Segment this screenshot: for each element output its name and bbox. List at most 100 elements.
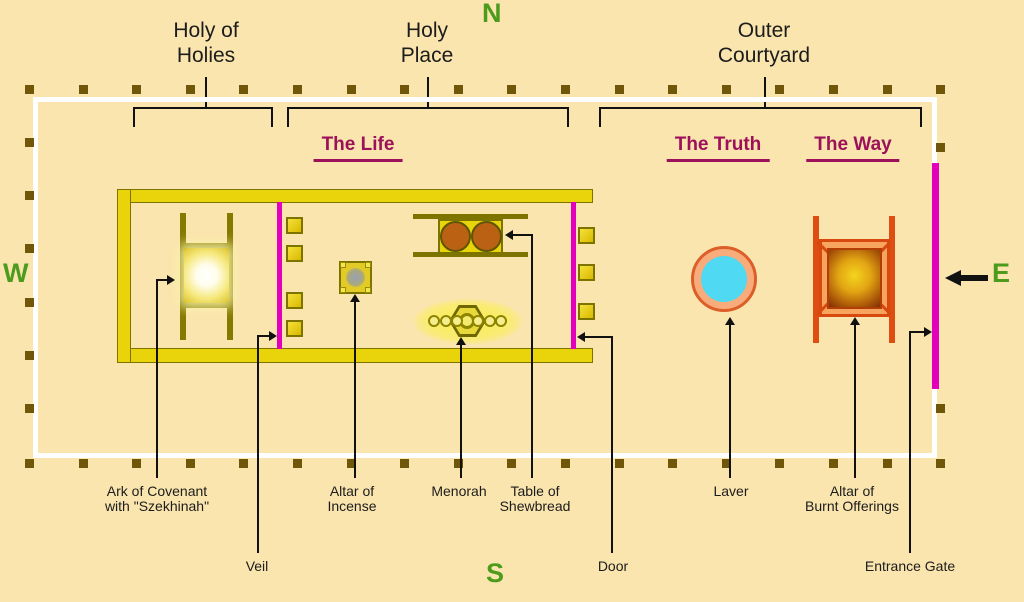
table-callout-arrow-icon [505, 230, 513, 240]
section-title-line: Holy of [173, 19, 239, 42]
fence-post [347, 459, 356, 468]
burnt-altar-callout-line [854, 324, 856, 478]
path-header-the-truth: The Truth [666, 134, 770, 162]
label-line: Altar of [329, 483, 375, 499]
veil-post [286, 245, 303, 262]
altar-corner [365, 262, 371, 268]
door-label: Door [597, 558, 629, 574]
door-callout-arrow-icon [577, 332, 585, 342]
fence-post [25, 404, 34, 413]
bracket-outer-courtyard [599, 107, 922, 127]
fence-post [347, 85, 356, 94]
incense-smoke [346, 268, 365, 287]
door-post [578, 303, 595, 320]
label-line: Ark of Covenant [106, 483, 208, 499]
fence-post [400, 459, 409, 468]
label-line: with "Szekhinah" [104, 498, 210, 514]
fence-post [775, 459, 784, 468]
fence-post [668, 85, 677, 94]
table-label: Table of Shewbread [480, 484, 590, 514]
fence-post [775, 85, 784, 94]
laver-label: Laver [713, 483, 749, 499]
fence-post [79, 459, 88, 468]
altar-corner [365, 287, 371, 293]
fence-post [722, 459, 731, 468]
menorah-lamp [428, 315, 440, 327]
fence-post [132, 85, 141, 94]
veil-post [286, 320, 303, 337]
bracket-stem [764, 77, 766, 108]
fence-post [668, 459, 677, 468]
altar-corner [340, 262, 346, 268]
fence-post [293, 459, 302, 468]
fence-post [186, 85, 195, 94]
door-callout-line [611, 336, 613, 553]
fence-post [454, 85, 463, 94]
gate-label: Entrance Gate [864, 558, 956, 574]
ark-callout-line [156, 279, 158, 478]
veil-callout-line [257, 335, 259, 553]
burnt-altar-fire [827, 248, 882, 309]
section-title-line: Courtyard [717, 44, 811, 67]
section-title-holy-of-holies: Holy of Holies [121, 18, 291, 68]
entrance-gate [932, 163, 939, 389]
veil [277, 202, 282, 349]
table-callout-line [531, 234, 533, 478]
ark-callout-line [156, 279, 168, 281]
bracket-holy-place [287, 107, 569, 127]
section-title-outer-courtyard: Outer Courtyard [679, 18, 849, 68]
bracket-stem [427, 77, 429, 108]
fence-post [936, 85, 945, 94]
compass-south: S [486, 558, 505, 588]
fence-post [79, 85, 88, 94]
fence-post [400, 85, 409, 94]
burnt-altar-label: Altar of Burnt Offerings [777, 484, 927, 514]
fence-post [25, 298, 34, 307]
door-post [578, 227, 595, 244]
bracket-stem [205, 77, 207, 108]
ark-pole-right [227, 213, 233, 340]
fence-post [615, 459, 624, 468]
fence-post [883, 85, 892, 94]
fence-post [883, 459, 892, 468]
fence-post [25, 244, 34, 253]
menorah-label: Menorah [431, 483, 487, 499]
tabernacle-wall-west [117, 189, 131, 363]
fence-post [507, 459, 516, 468]
compass-east: E [992, 258, 1011, 288]
gate-callout-line [909, 331, 926, 333]
label-line: Burnt Offerings [805, 498, 899, 514]
fence-post [507, 85, 516, 94]
door-post [578, 264, 595, 281]
shewbread-loaf [440, 221, 471, 252]
section-title-line: Holy [405, 19, 448, 42]
tabernacle-wall-north [117, 189, 593, 203]
table-rail-top [413, 214, 528, 219]
section-title-holy-place: Holy Place [342, 18, 512, 68]
east-arrow-shaft [960, 275, 988, 281]
label-line: Incense [327, 498, 377, 514]
menorah-callout-arrow-icon [456, 337, 466, 345]
fence-post [25, 459, 34, 468]
fence-post [25, 351, 34, 360]
ark-label: Ark of Covenant with "Szekhinah" [77, 484, 237, 514]
ark-callout-arrow-icon [167, 275, 175, 285]
fence-post [25, 85, 34, 94]
door-callout-line [584, 336, 613, 338]
section-title-line: Holies [176, 44, 236, 67]
section-title-line: Outer [737, 19, 791, 42]
altar-corner [340, 287, 346, 293]
burnt-altar-pole-right [889, 216, 895, 343]
label-line: Shewbread [499, 498, 571, 514]
menorah-lamp [451, 315, 463, 327]
laver-callout-line [729, 324, 731, 478]
fence-post [936, 404, 945, 413]
section-title-line: Place [400, 44, 454, 67]
fence-post [829, 459, 838, 468]
bracket-holy-of-holies [133, 107, 273, 127]
fence-post [936, 459, 945, 468]
incense-label: Altar of Incense [302, 484, 402, 514]
ark-pole-left [180, 213, 186, 340]
compass-west: W [3, 258, 29, 288]
